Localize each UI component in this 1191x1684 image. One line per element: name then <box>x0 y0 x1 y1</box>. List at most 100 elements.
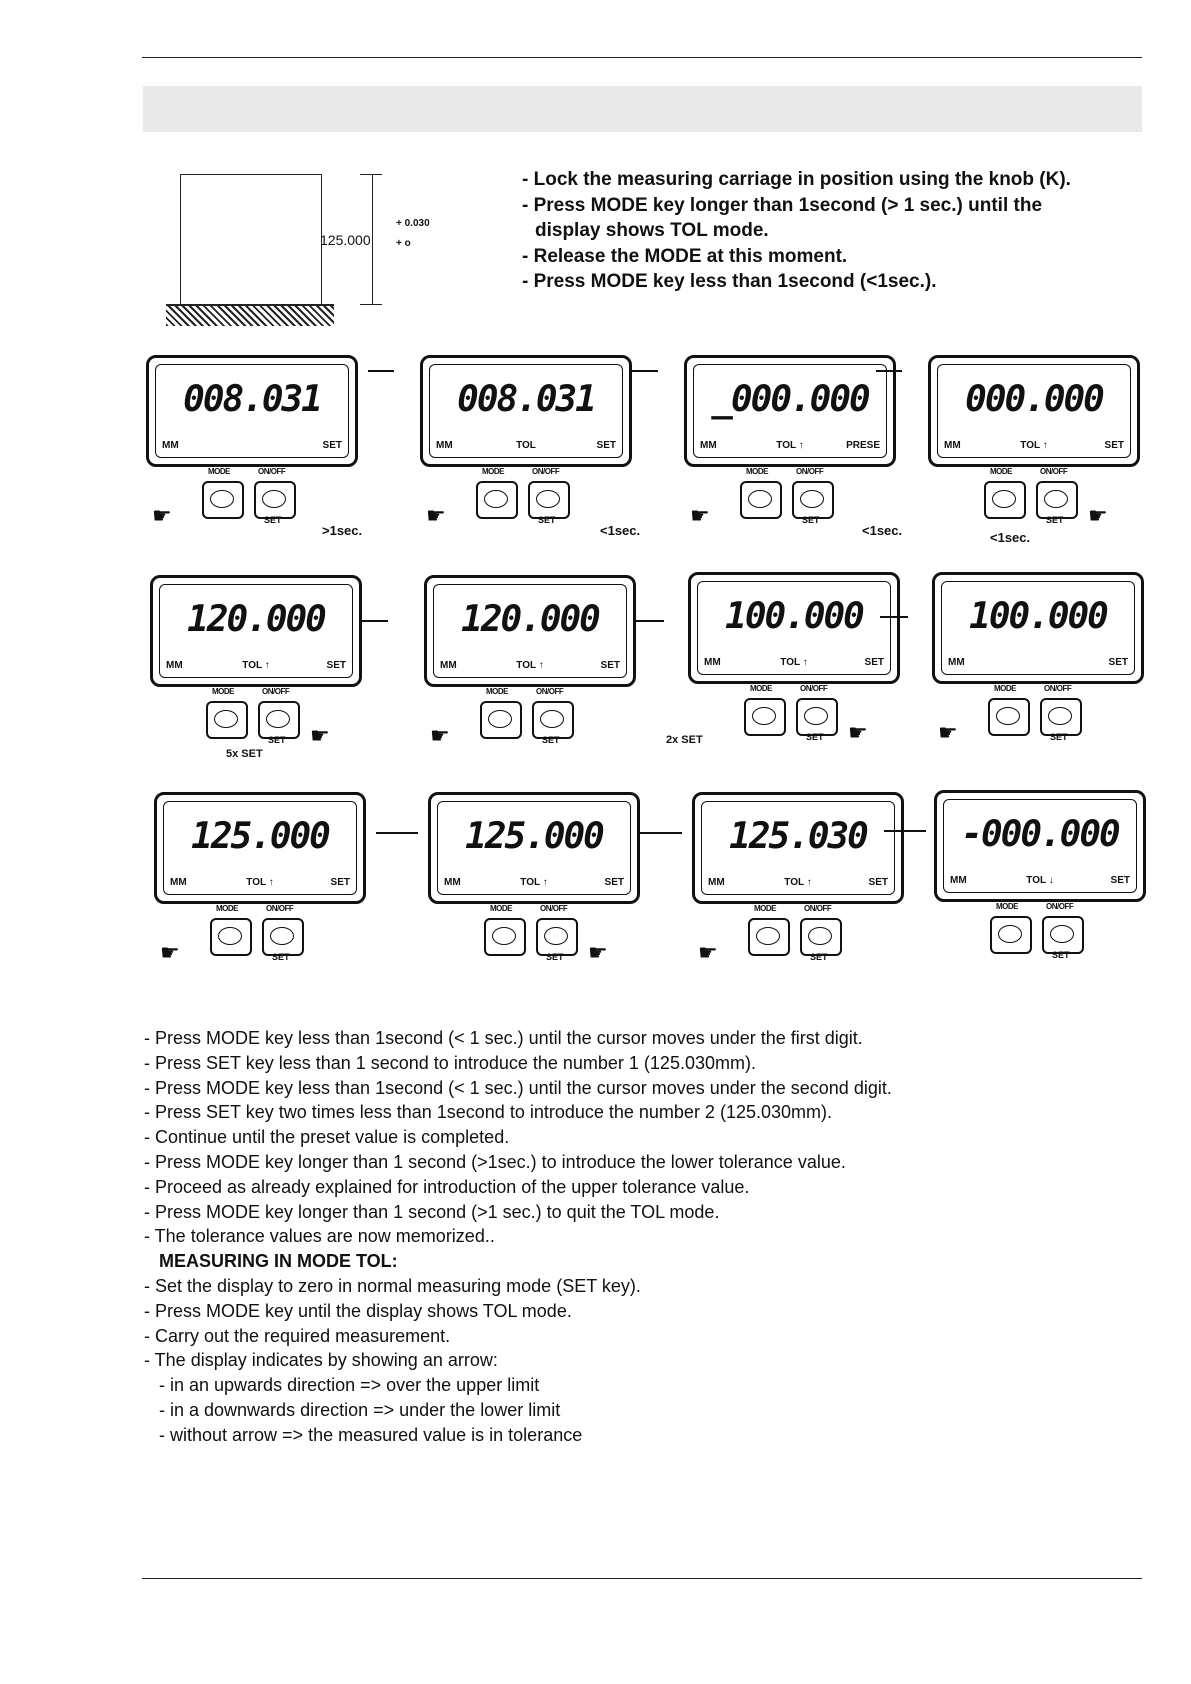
mode-button[interactable] <box>476 481 518 519</box>
mode-button[interactable] <box>210 918 252 956</box>
onoff-key-label: ON/OFF <box>1046 902 1074 911</box>
onoff-set-button[interactable] <box>1036 481 1078 519</box>
mode-button[interactable] <box>202 481 244 519</box>
flow-arrow <box>876 370 902 372</box>
step-line: - Set the display to zero in normal meas… <box>144 1275 641 1296</box>
onoff-set-button[interactable] <box>536 918 578 956</box>
set-label: SET <box>600 660 620 671</box>
onoff-key-label: ON/OFF <box>266 904 294 913</box>
flow-arrow <box>376 832 418 834</box>
lcd-digits: 008.031 <box>457 379 597 420</box>
onoff-set-button[interactable] <box>258 701 300 739</box>
flow-arrow <box>880 616 908 618</box>
step-line: - The tolerance values are now memorized… <box>144 1226 495 1247</box>
dimension-line <box>372 174 373 304</box>
unit-label: MM <box>704 657 721 668</box>
set-key-label: SET <box>1050 732 1068 742</box>
onoff-set-button[interactable] <box>1040 698 1082 736</box>
mode-button[interactable] <box>206 701 248 739</box>
hand-pointer-icon: ☛ <box>938 720 958 745</box>
mode-button[interactable] <box>740 481 782 519</box>
onoff-set-button[interactable] <box>792 481 834 519</box>
set-key-label: SET <box>806 732 824 742</box>
dimension-tick-bottom <box>360 304 382 305</box>
mode-button[interactable] <box>748 918 790 956</box>
unit-label: MM <box>440 660 457 671</box>
onoff-set-button[interactable] <box>800 918 842 956</box>
lcd-digits: 000.000 <box>965 379 1105 420</box>
mode-label: TOL <box>516 440 536 451</box>
mode-key-label: MODE <box>212 687 235 696</box>
mode-key-label: MODE <box>482 467 505 476</box>
mode-label: TOL ↑ <box>776 440 804 451</box>
lcd-digits: 120.000 <box>187 599 327 640</box>
onoff-key-label: ON/OFF <box>532 467 560 476</box>
step-line: - The display indicates by showing an ar… <box>144 1350 498 1371</box>
onoff-set-button[interactable] <box>532 701 574 739</box>
mode-button[interactable] <box>984 481 1026 519</box>
onoff-set-button[interactable] <box>254 481 296 519</box>
step-line: - in an upwards direction => over the up… <box>159 1375 540 1396</box>
set-key-label: SET <box>1046 515 1064 525</box>
unit-label: MM <box>170 877 187 888</box>
onoff-key-label: ON/OFF <box>1044 684 1072 693</box>
section-heading: MEASURING IN MODE TOL: <box>159 1251 398 1272</box>
hand-pointer-icon: ☛ <box>426 503 446 528</box>
step-line: - Press MODE key longer than 1 second (>… <box>144 1201 720 1222</box>
mode-label: TOL ↑ <box>784 877 812 888</box>
mode-key-label: MODE <box>208 467 231 476</box>
unit-label: MM <box>444 877 461 888</box>
onoff-set-button[interactable] <box>528 481 570 519</box>
dimension-tick-top <box>360 174 382 175</box>
mode-button[interactable] <box>480 701 522 739</box>
step-line: - Press MODE key longer than 1 second (>… <box>144 1151 846 1172</box>
flow-label: <1sec. <box>862 523 903 538</box>
set-label: SET <box>604 877 624 888</box>
set-label: SET <box>596 440 616 451</box>
mode-key-label: MODE <box>486 687 509 696</box>
step-line: - without arrow => the measured value is… <box>159 1424 583 1445</box>
set-label: SET <box>1110 875 1130 886</box>
onoff-key-label: ON/OFF <box>1040 467 1068 476</box>
flow-label: >1sec. <box>322 523 363 538</box>
mode-button[interactable] <box>990 916 1032 954</box>
onoff-set-button[interactable] <box>262 918 304 956</box>
set-label: SET <box>326 660 346 671</box>
workpiece <box>180 174 322 307</box>
mode-button[interactable] <box>744 698 786 736</box>
set-key-label: SET <box>802 515 820 525</box>
hand-pointer-icon: ☛ <box>310 723 330 748</box>
set-label: SET <box>330 877 350 888</box>
mode-button[interactable] <box>988 698 1030 736</box>
set-key-label: SET <box>538 515 556 525</box>
mode-label: TOL ↑ <box>780 657 808 668</box>
set-label: PRESE <box>846 440 880 451</box>
top-instructions: - Lock the measuring carriage in positio… <box>522 167 1142 295</box>
mode-button[interactable] <box>484 918 526 956</box>
nominal-dimension: 125.000 <box>320 232 371 248</box>
step-line: - Press MODE key until the display shows… <box>144 1300 572 1321</box>
top-step: display shows TOL mode. <box>535 220 769 241</box>
flow-arrow <box>884 830 926 832</box>
step-line: - Continue until the preset value is com… <box>144 1127 510 1148</box>
onoff-set-button[interactable] <box>796 698 838 736</box>
section-header-bar <box>143 86 1142 132</box>
onoff-set-button[interactable] <box>1042 916 1084 954</box>
flow-label: <1sec. <box>600 523 641 538</box>
mode-key-label: MODE <box>750 684 773 693</box>
